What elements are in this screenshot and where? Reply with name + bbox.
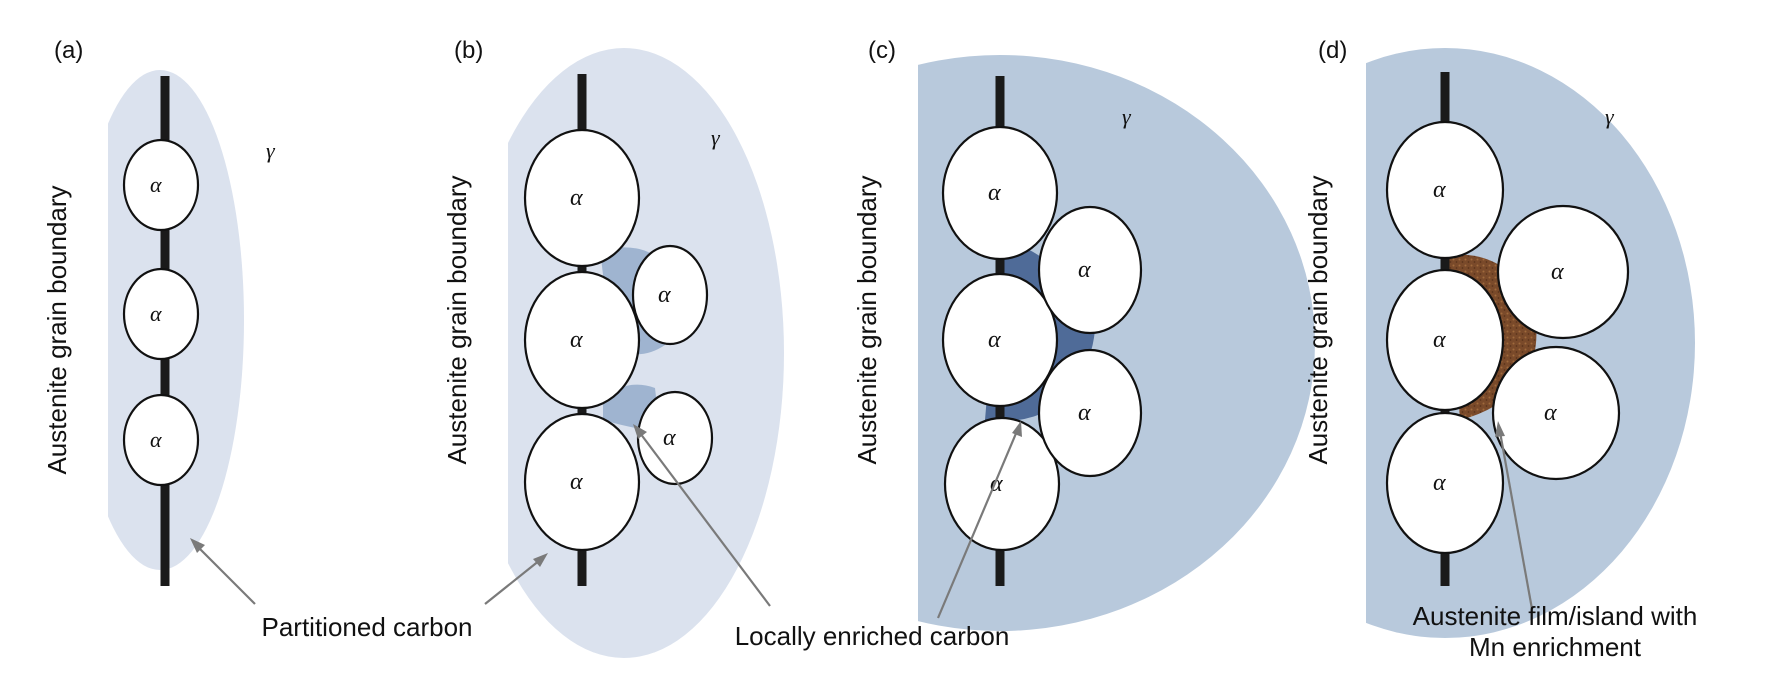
ferrite-grain bbox=[941, 125, 1059, 261]
annotation-arrows bbox=[190, 421, 1534, 619]
alpha-symbol: α bbox=[1078, 400, 1091, 426]
ferrite-grain bbox=[1037, 205, 1143, 335]
alpha-symbol: α bbox=[1551, 259, 1564, 285]
gamma-symbol: γ bbox=[711, 125, 721, 150]
gamma-symbol: γ bbox=[1605, 104, 1615, 129]
alpha-symbol: α bbox=[1433, 470, 1446, 496]
panel-label: (b) bbox=[454, 37, 483, 64]
ferrite-grain bbox=[122, 138, 200, 232]
arrow bbox=[936, 430, 1019, 619]
gamma-symbol: γ bbox=[1122, 104, 1132, 129]
ferrite-grain bbox=[523, 128, 641, 268]
alpha-symbol: α bbox=[570, 185, 583, 211]
boundary-label: Austenite grain boundary bbox=[1303, 175, 1333, 464]
alpha-symbol: α bbox=[1078, 257, 1091, 283]
ferrite-grain bbox=[1491, 345, 1621, 481]
ferrite-grain bbox=[122, 267, 200, 361]
alpha-symbol: α bbox=[663, 425, 676, 451]
mn-film-label-line1: Austenite film/island with bbox=[1413, 601, 1698, 631]
arrow bbox=[1498, 431, 1534, 610]
boundary-label: Austenite grain boundary bbox=[442, 175, 472, 464]
alpha-symbol: α bbox=[1433, 177, 1446, 203]
boundary-label: Austenite grain boundary bbox=[852, 175, 882, 464]
alpha-symbol: α bbox=[150, 301, 162, 326]
arrowhead bbox=[633, 424, 647, 439]
alpha-symbol: α bbox=[988, 327, 1001, 353]
arrowhead bbox=[1012, 421, 1022, 437]
ferrite-grain bbox=[1385, 411, 1505, 555]
alpha-symbol: α bbox=[990, 471, 1003, 497]
ferrite-grain bbox=[1385, 120, 1505, 260]
alpha-symbol: α bbox=[150, 427, 162, 452]
ferrite-grain bbox=[943, 416, 1061, 552]
arrow bbox=[484, 559, 541, 605]
locally-enriched-carbon-label: Locally enriched carbon bbox=[735, 621, 1010, 651]
arrowhead bbox=[1495, 421, 1505, 437]
ferrite-grain bbox=[631, 244, 709, 346]
alpha-symbol: α bbox=[1544, 400, 1557, 426]
alpha-symbol: α bbox=[570, 469, 583, 495]
ferrite-grain bbox=[1496, 204, 1630, 340]
arrowhead bbox=[533, 553, 548, 567]
panel-label: (a) bbox=[54, 37, 83, 64]
panel-label: (d) bbox=[1318, 37, 1347, 64]
ferrite-grain bbox=[523, 412, 641, 552]
alpha-symbol: α bbox=[988, 180, 1001, 206]
panel-c: (c) α α α α α γ Austenite grain boundary bbox=[852, 37, 1315, 631]
arrow bbox=[196, 545, 256, 605]
panel-label: (c) bbox=[868, 37, 896, 64]
gamma-symbol: γ bbox=[266, 138, 276, 163]
mn-film-label-line2: Mn enrichment bbox=[1469, 632, 1642, 662]
alpha-symbol: α bbox=[1433, 327, 1446, 353]
ferrite-grain bbox=[523, 270, 641, 410]
arrow bbox=[639, 432, 771, 607]
panel-d: (d) α α α α α γ Austenite grain boundary bbox=[1303, 37, 1695, 638]
ferrite-grain bbox=[1037, 348, 1143, 478]
ferrite-grain bbox=[941, 272, 1059, 408]
ferrite-grain bbox=[122, 393, 200, 487]
panel-a: (a) α α α γ Austenite grain boundary bbox=[42, 37, 276, 586]
alpha-symbol: α bbox=[658, 282, 671, 308]
arrowhead bbox=[190, 538, 205, 553]
partitioned-carbon-label: Partitioned carbon bbox=[261, 612, 472, 642]
boundary-label: Austenite grain boundary bbox=[42, 185, 72, 474]
ferrite-grain bbox=[1385, 268, 1505, 412]
panel-b: (b) α α α α α γ Austenite grain boundary bbox=[442, 37, 784, 658]
alpha-symbol: α bbox=[150, 172, 162, 197]
alpha-symbol: α bbox=[570, 327, 583, 353]
